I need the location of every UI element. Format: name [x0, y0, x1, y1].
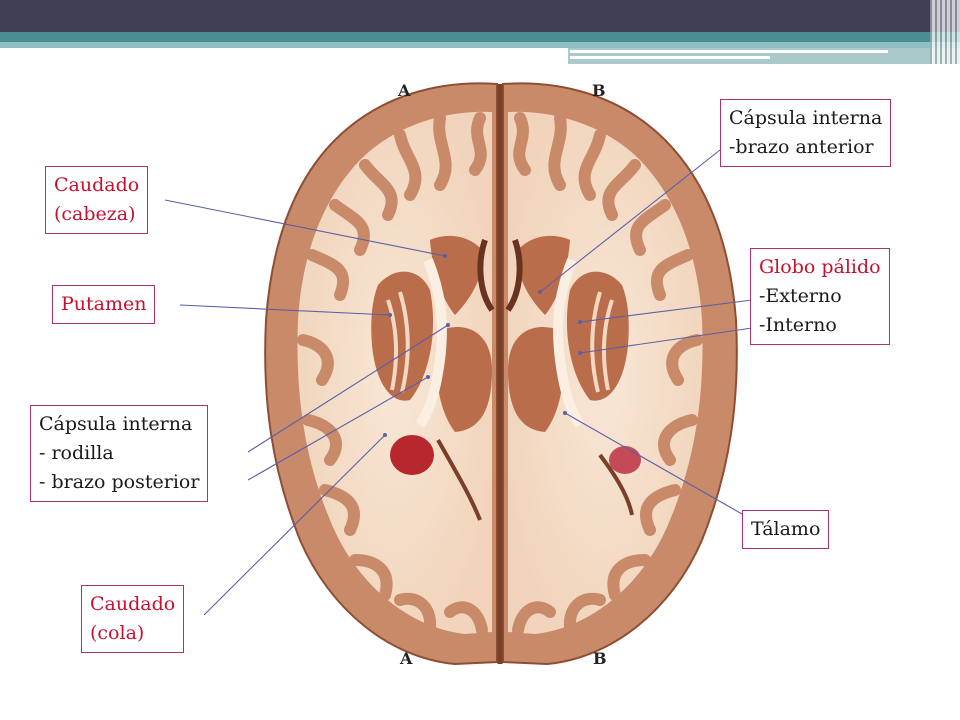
letter-top-left: A — [397, 81, 411, 100]
label-caudado-cabeza: Caudado (cabeza) — [45, 166, 149, 234]
right-internal-capsule — [553, 258, 585, 428]
header-light-stripe — [0, 42, 960, 48]
label-line: -Externo — [759, 285, 842, 307]
label-line: Caudado — [54, 174, 140, 196]
label-line: (cabeza) — [54, 203, 136, 225]
label-line: (cola) — [90, 622, 145, 644]
header-vertical-stripes — [930, 0, 960, 64]
label-line: Putamen — [61, 293, 147, 315]
right-lentiform-stripes — [590, 291, 614, 393]
right-choroid-plexus — [609, 446, 641, 474]
label-caudado-cola: Caudado (cola) — [81, 585, 185, 653]
left-posterior-horn — [436, 439, 482, 521]
label-putamen: Putamen — [52, 285, 156, 324]
label-capsula-rodilla: Cápsula interna - rodilla - brazo poster… — [30, 405, 209, 502]
label-line: Cápsula interna — [39, 413, 193, 435]
letter-bottom-right: B — [593, 649, 607, 668]
label-line: - rodilla — [39, 442, 114, 464]
label-line: -Interno — [759, 314, 837, 336]
header-bar — [0, 0, 960, 32]
letter-bottom-left: A — [399, 649, 413, 668]
left-lentiform-stripes — [386, 291, 410, 393]
left-choroid-plexus — [390, 435, 434, 475]
right-lentiform — [566, 271, 629, 401]
header-sub-line-short — [570, 56, 770, 59]
header-accent-stripe — [0, 32, 960, 42]
left-internal-capsule — [415, 258, 447, 428]
left-ventricle — [477, 239, 495, 312]
left-gyri — [297, 112, 488, 636]
header-sub-line — [570, 50, 888, 53]
pointer-arrowheads — [383, 254, 582, 437]
right-ventricle — [505, 239, 523, 312]
label-line: Caudado — [90, 593, 176, 615]
label-capsula-anterior: Cápsula interna -brazo anterior — [720, 99, 892, 167]
label-globo-palido: Globo pálido -Externo -Interno — [750, 248, 890, 345]
left-thalamus — [436, 326, 492, 432]
right-posterior-horn — [598, 453, 634, 516]
letter-top-right: B — [592, 81, 606, 100]
label-line: Globo pálido — [759, 256, 881, 278]
label-line: Cápsula interna — [729, 107, 883, 129]
left-lentiform — [371, 271, 434, 401]
right-thalamus — [508, 326, 564, 432]
label-line: Tálamo — [751, 518, 821, 540]
pointer-lines — [164, 149, 753, 616]
right-gyri — [512, 112, 703, 636]
label-line: -brazo anterior — [729, 136, 874, 158]
label-line: - brazo posterior — [39, 471, 200, 493]
label-talamo: Tálamo — [742, 510, 830, 549]
